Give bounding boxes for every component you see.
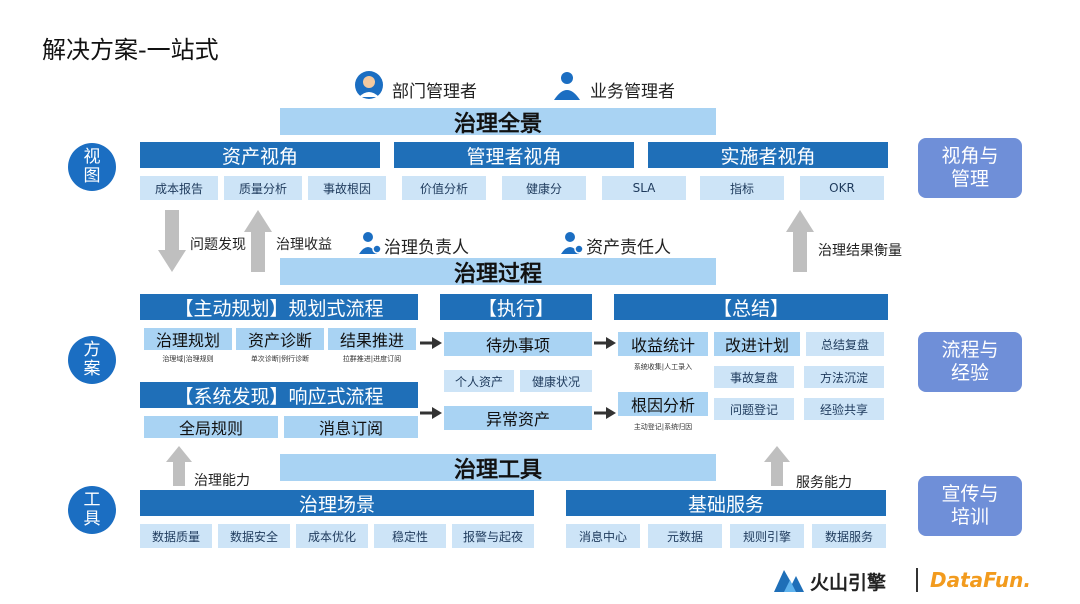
label-problem-discovery: 问题发现 <box>190 237 246 253</box>
chip-quality-analysis: 质量分析 <box>224 176 302 200</box>
chip-value-analysis: 价值分析 <box>402 176 486 200</box>
chip-okr: OKR <box>800 176 884 200</box>
label-result-measurement: 治理结果衡量 <box>818 243 902 259</box>
label-governance-capability: 治理能力 <box>194 473 250 489</box>
response-flow-head: 【系统发现】响应式流程 <box>140 382 418 408</box>
cell-benefit-statistics: 收益统计 <box>618 332 708 356</box>
cell-message-subscription: 消息订阅 <box>284 416 418 438</box>
chip-health-status: 健康状况 <box>520 370 592 392</box>
owner-gear-icon <box>359 232 382 254</box>
side-promotion-training: 宣传与 培训 <box>918 476 1022 536</box>
cell-improvement-plan: 改进计划 <box>714 332 800 356</box>
flow-arrow-2-icon <box>420 407 442 419</box>
cell-abnormal-assets: 异常资产 <box>444 406 592 430</box>
asset-owner-gear-icon <box>561 232 584 254</box>
sub-benefit-statistics: 系统收集|人工录入 <box>633 363 693 371</box>
arrow-up-icon <box>244 210 272 272</box>
base-service-head: 基础服务 <box>566 490 886 516</box>
arrow-up-tools-right-icon <box>764 446 790 486</box>
chip-summary-review: 总结复盘 <box>806 332 884 356</box>
side-view-management: 视角与 管理 <box>918 138 1022 198</box>
chip-message-center: 消息中心 <box>566 524 640 548</box>
summary-head: 【总结】 <box>614 294 888 320</box>
cell-governance-planning: 治理规划 <box>144 328 232 350</box>
chip-issue-registration: 问题登记 <box>714 398 794 420</box>
label-governance-benefit: 治理收益 <box>276 237 332 253</box>
sub-governance-planning: 治理域|治理规则 <box>162 355 214 363</box>
chip-metadata: 元数据 <box>648 524 722 548</box>
volcengine-logo-text: 火山引擎 <box>810 572 887 594</box>
sub-root-cause-analysis: 主动登记|系统归因 <box>633 423 693 431</box>
side-process-experience: 流程与 经验 <box>918 332 1022 392</box>
chip-sla: SLA <box>602 176 686 200</box>
chip-data-security: 数据安全 <box>218 524 290 548</box>
chip-cost-optimization: 成本优化 <box>296 524 368 548</box>
chip-data-service: 数据服务 <box>812 524 886 548</box>
manager-view-head: 管理者视角 <box>394 142 634 168</box>
execute-head: 【执行】 <box>440 294 592 320</box>
chip-alerts-night-calls: 报警与起夜 <box>452 524 534 548</box>
chip-incident-review: 事故复盘 <box>714 366 794 388</box>
arrow-down-icon <box>158 210 186 272</box>
chip-method-precipitation: 方法沉淀 <box>804 366 884 388</box>
page-title: 解决方案-一站式 <box>42 36 219 64</box>
views-circle: 视 图 <box>68 143 116 191</box>
governance-scene-head: 治理场景 <box>140 490 534 516</box>
arrow-up-right-icon <box>786 210 814 272</box>
process-circle: 方 案 <box>68 336 116 384</box>
chip-cost-report: 成本报告 <box>140 176 218 200</box>
arrow-up-tools-left-icon <box>166 446 192 486</box>
sub-result-promotion: 拉群推进|进度订阅 <box>342 355 402 363</box>
cell-root-cause-analysis: 根因分析 <box>618 392 708 416</box>
cell-global-rules: 全局规则 <box>144 416 278 438</box>
user-icon <box>554 72 580 100</box>
manager-avatar-icon <box>355 71 383 99</box>
asset-view-head: 资产视角 <box>140 142 380 168</box>
governance-tools-banner: 治理工具 <box>280 454 716 483</box>
chip-health-score: 健康分 <box>502 176 586 200</box>
datafun-logo-text: DataFun. <box>930 568 1031 592</box>
role-governance-owner: 治理负责人 <box>384 238 469 258</box>
role-department-manager: 部门管理者 <box>392 82 477 102</box>
chip-metrics: 指标 <box>700 176 784 200</box>
cell-result-promotion: 结果推进 <box>328 328 416 350</box>
chip-data-quality: 数据质量 <box>140 524 212 548</box>
plan-flow-head: 【主动规划】规划式流程 <box>140 294 418 320</box>
chip-experience-sharing: 经验共享 <box>804 398 884 420</box>
role-business-manager: 业务管理者 <box>590 82 675 102</box>
cell-asset-diagnosis: 资产诊断 <box>236 328 324 350</box>
governance-overview-banner: 治理全景 <box>280 108 716 137</box>
flow-arrow-1-icon <box>420 337 442 349</box>
role-asset-owner: 资产责任人 <box>586 238 671 258</box>
cell-todo-items: 待办事项 <box>444 332 592 356</box>
sub-asset-diagnosis: 单次诊断|例行诊断 <box>250 355 310 363</box>
governance-process-banner: 治理过程 <box>280 258 716 287</box>
chip-stability: 稳定性 <box>374 524 446 548</box>
tools-circle: 工 具 <box>68 486 116 534</box>
chip-incident-root-cause: 事故根因 <box>308 176 386 200</box>
label-service-capability: 服务能力 <box>796 475 852 491</box>
chip-personal-assets: 个人资产 <box>444 370 514 392</box>
chip-rule-engine: 规则引擎 <box>730 524 804 548</box>
logo-divider <box>916 568 918 592</box>
flow-arrow-3-icon <box>594 337 616 349</box>
implementer-view-head: 实施者视角 <box>648 142 888 168</box>
volcengine-logo-icon <box>774 570 804 592</box>
flow-arrow-4-icon <box>594 407 616 419</box>
